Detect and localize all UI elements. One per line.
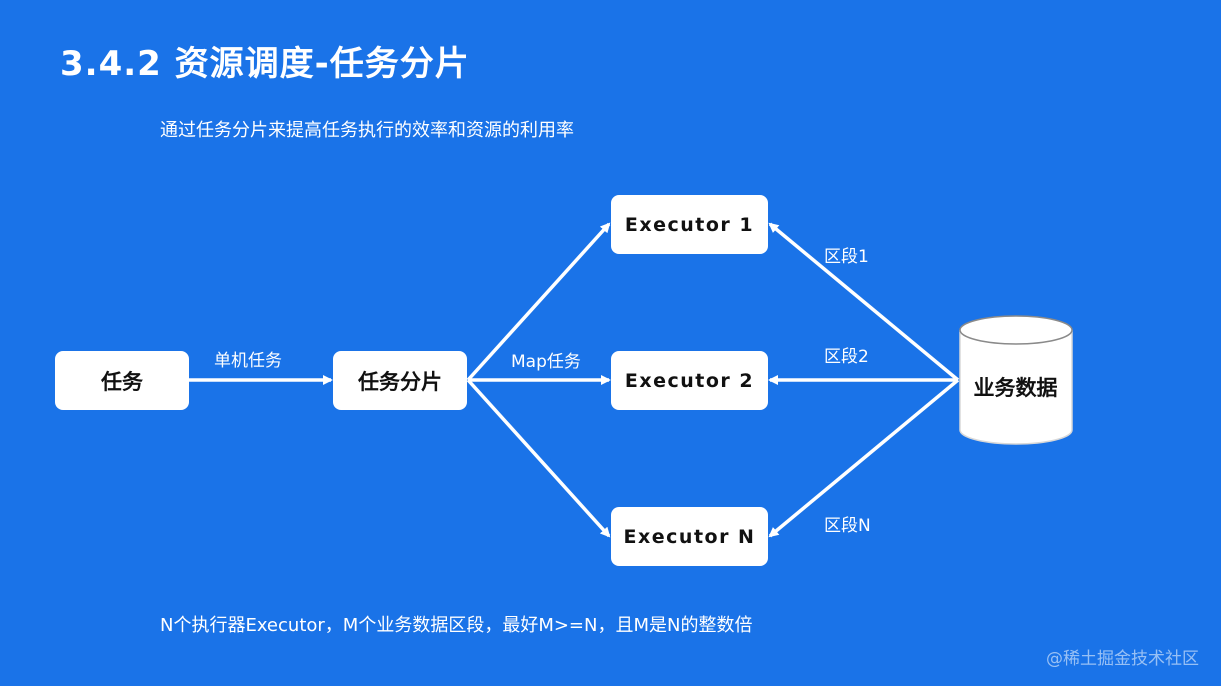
node-task: 任务 [55,351,189,410]
footnote: N个执行器Executor，M个业务数据区段，最好M>=N，且M是N的整数倍 [160,615,753,636]
slide-title: 3.4.2 资源调度-任务分片 [60,44,470,84]
node-executor-1: Executor 1 [611,195,768,254]
edge-label-map-task: Map任务 [511,352,581,372]
arrow-data-to-executorN [768,378,960,538]
arrow-data-to-executor1 [768,222,960,382]
slide-subtitle: 通过任务分片来提高任务执行的效率和资源的利用率 [160,120,574,141]
database-cylinder [959,315,1073,445]
node-executor-n: Executor N [611,507,768,566]
watermark: @稀土掘金技术社区 [1046,649,1199,669]
arrow-shard-to-executor1 [466,222,611,382]
node-task-sharding: 任务分片 [333,351,467,410]
node-business-data: 业务数据 [973,376,1058,400]
edge-label-segment-2: 区段2 [824,347,869,367]
edge-label-segment-1: 区段1 [824,247,869,267]
edge-label-segment-n: 区段N [824,516,871,536]
node-executor-2: Executor 2 [611,351,768,410]
arrow-shard-to-executorN [466,378,611,538]
edge-label-single-machine: 单机任务 [214,351,282,371]
